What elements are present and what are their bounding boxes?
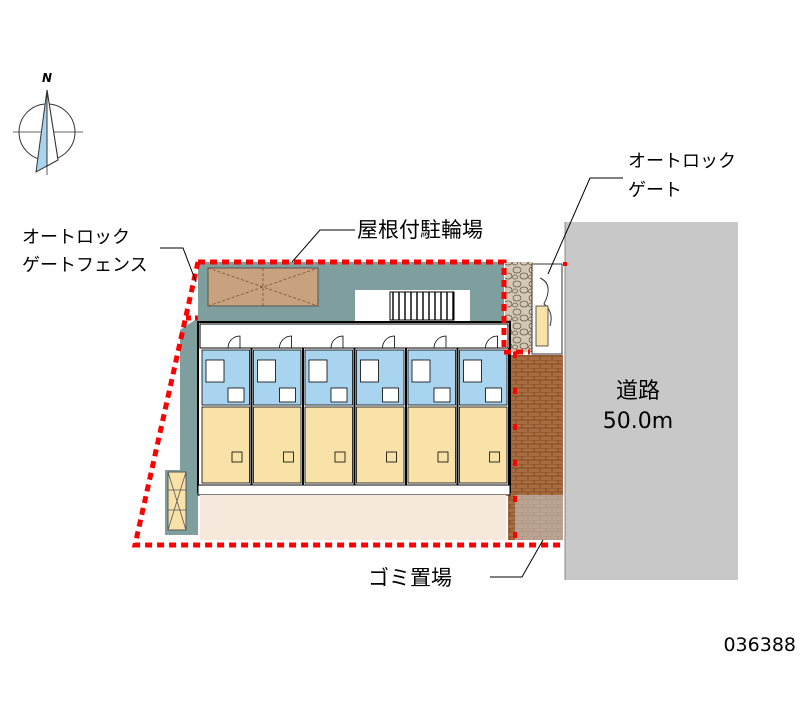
callout-line-fence xyxy=(160,247,197,283)
apartment-unit xyxy=(356,335,407,488)
label-road-width: 50.0m xyxy=(603,409,673,434)
label-gate-line2: ゲート xyxy=(628,180,682,201)
apartment-unit xyxy=(459,335,510,488)
north-label: N xyxy=(42,71,52,85)
callout-line-gate xyxy=(547,177,623,275)
auto-lock-gate xyxy=(531,263,563,355)
roofed-bike-parking xyxy=(207,267,319,307)
callout-line-garbage xyxy=(490,539,544,578)
apartment-unit xyxy=(304,335,356,488)
label-gate-line1: オートロック xyxy=(628,151,736,172)
apartment-unit xyxy=(407,335,459,488)
label-garbage: ゴミ置場 xyxy=(368,566,452,590)
apartment-building xyxy=(197,321,511,496)
stair-rail xyxy=(389,291,455,321)
label-road-name: 道路 xyxy=(616,379,660,404)
property-code: 036388 xyxy=(723,634,796,656)
label-fence-line2: ゲートフェンス xyxy=(22,255,148,276)
callout-line-roof xyxy=(291,229,355,263)
compass: N xyxy=(13,71,83,175)
apartment-unit xyxy=(253,335,304,488)
road xyxy=(565,222,738,580)
north-arrow-icon xyxy=(46,89,59,167)
apartment-unit xyxy=(201,335,253,488)
label-fence-line1: オートロック xyxy=(22,227,130,248)
label-roof-bike-parking: 屋根付駐輪場 xyxy=(357,218,483,242)
